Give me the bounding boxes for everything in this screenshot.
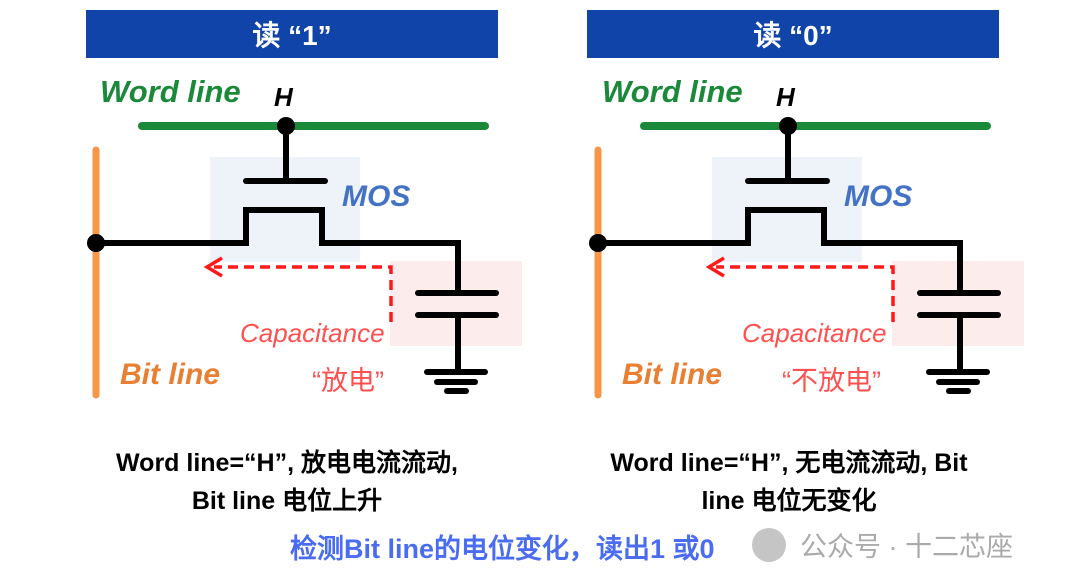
bit-line-label: Bit line	[120, 358, 221, 391]
word-line-label: Word line	[100, 74, 241, 109]
discharge-label: “放电”	[312, 366, 384, 396]
description-line: Bit line 电位上升	[191, 487, 383, 515]
description-line: line 电位无变化	[701, 487, 877, 515]
description-read-1: Word line=“H”, 放电电流流动, Bit line 电位上升	[52, 444, 522, 520]
circuit-read-0	[589, 117, 1024, 395]
current-arrow	[214, 265, 393, 322]
high-label: H	[274, 82, 293, 112]
panel-title-read-1: 读 “1”	[86, 10, 498, 58]
capacitance-label: Capacitance	[240, 318, 385, 348]
watermark-text: 公众号 · 十二芯座	[800, 532, 1013, 562]
bit-line-node	[87, 234, 105, 252]
transistor-and-capacitor	[93, 123, 499, 394]
arrow-head-icon	[203, 256, 223, 278]
panel-title-read-0: 读 “0”	[587, 10, 999, 58]
bit-line-label: Bit line	[622, 358, 723, 391]
circuit-read-1	[87, 117, 522, 399]
gate-node	[277, 117, 295, 135]
wechat-icon	[752, 527, 786, 562]
no-discharge-label: “不放电”	[782, 366, 881, 396]
summary-text: 检测Bit line的电位变化，读出1 或0	[290, 534, 715, 564]
description-read-0: Word line=“H”, 无电流流动, Bit line 电位无变化	[554, 444, 1024, 520]
watermark: 公众号 · 十二芯座	[752, 525, 1013, 564]
high-label: H	[776, 82, 795, 112]
description-line: Word line=“H”, 无电流流动, Bit	[610, 449, 968, 477]
word-line-label: Word line	[602, 74, 743, 109]
mos-label: MOS	[342, 180, 411, 213]
description-line: Word line=“H”, 放电电流流动,	[116, 449, 458, 477]
mos-label: MOS	[844, 180, 913, 213]
capacitance-label: Capacitance	[742, 318, 887, 348]
